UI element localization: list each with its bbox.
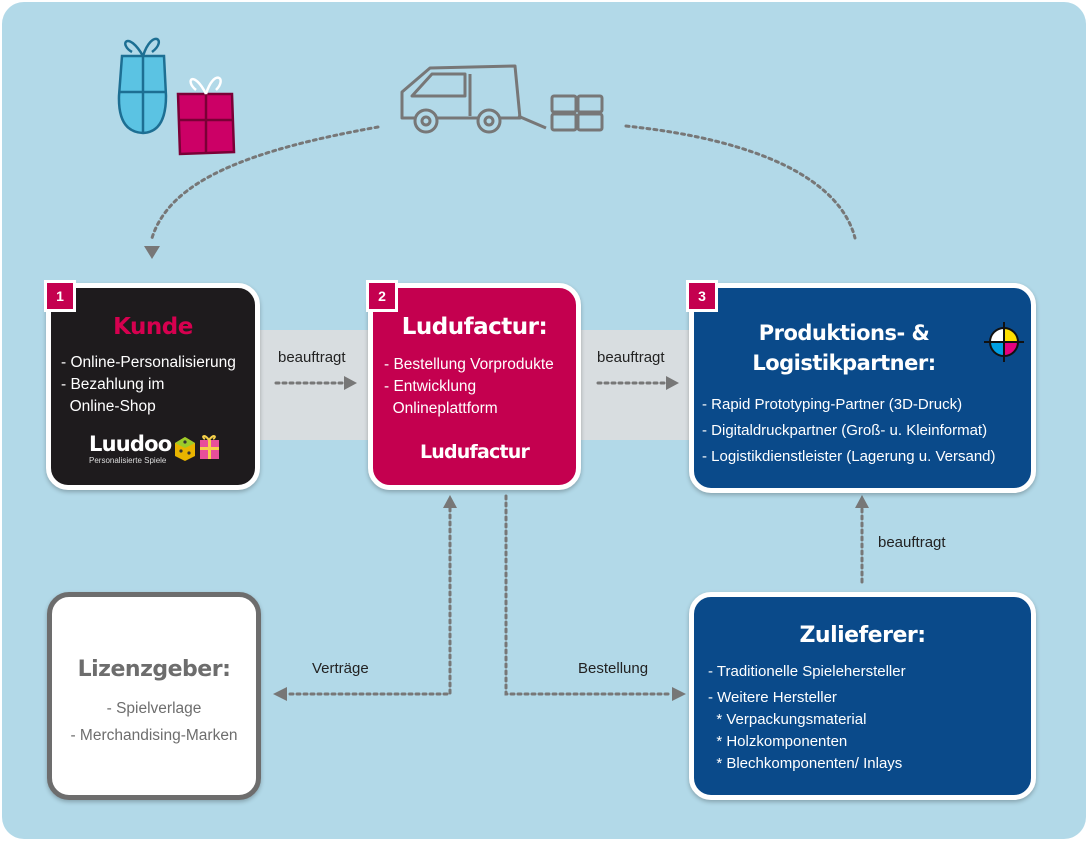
zulieferer-items: - Traditionelle Spielehersteller - Weite… bbox=[708, 661, 906, 775]
arrowhead-beauftragt-1 bbox=[344, 376, 357, 390]
list-item: * Blechkomponenten/ Inlays bbox=[708, 755, 903, 772]
lizenzgeber-title: Lizenzgeber: bbox=[77, 657, 231, 682]
list-item: - Merchandising-Marken bbox=[70, 727, 238, 744]
arrowhead-beauftragt-3 bbox=[855, 495, 869, 508]
arrowhead-kunde bbox=[144, 246, 160, 259]
list-item: - Spielverlage bbox=[106, 700, 202, 717]
ludufactur-items: - Bestellung Vorprodukte - Entwicklung O… bbox=[384, 354, 554, 420]
kunde-title: Kunde bbox=[113, 314, 193, 340]
arrow-line-vertraege bbox=[286, 506, 452, 696]
produktion-title-line1: Produktions- & bbox=[758, 321, 930, 345]
list-item: Online-Shop bbox=[61, 398, 156, 415]
arrowhead-ludufactur bbox=[443, 495, 457, 508]
list-item: - Digitaldruckpartner (Groß- u. Kleinfor… bbox=[702, 422, 988, 439]
produktion-items: - Rapid Prototyping-Partner (3D-Druck) -… bbox=[702, 392, 996, 470]
list-item: - Logistikdienstleister (Lagerung u. Ver… bbox=[702, 448, 996, 465]
label-beauftragt-2: beauftragt bbox=[597, 349, 665, 366]
label-beauftragt-1: beauftragt bbox=[278, 349, 346, 366]
return-arc-left bbox=[150, 125, 380, 240]
list-item: - Entwicklung bbox=[384, 378, 477, 395]
list-item: - Traditionelle Spielehersteller bbox=[708, 663, 906, 680]
list-item: - Bestellung Vorprodukte bbox=[384, 356, 554, 373]
gift-box-blue-icon bbox=[117, 37, 168, 135]
luudoo-logo-subtitle: Personalisierte Spiele bbox=[89, 456, 167, 465]
connector-band-1-2 bbox=[255, 330, 375, 440]
parcel-icon bbox=[550, 94, 604, 132]
produktion-title: Produktions- & Logistikpartner: bbox=[694, 318, 994, 378]
kunde-box: Kunde - Online-Personalisierung - Bezahl… bbox=[46, 283, 260, 490]
delivery-van-icon bbox=[400, 64, 547, 134]
list-item: - Bezahlung im bbox=[61, 376, 165, 393]
label-vertraege: Verträge bbox=[312, 660, 369, 677]
produktion-title-line2: Logistikpartner: bbox=[752, 351, 936, 375]
step-badge-3: 3 bbox=[686, 280, 718, 312]
ludufactur-title: Ludufactur: bbox=[401, 314, 548, 340]
arrowhead-zulieferer bbox=[672, 687, 686, 701]
list-item: - Rapid Prototyping-Partner (3D-Druck) bbox=[702, 396, 963, 413]
arrow-line-bestellung bbox=[504, 494, 674, 696]
list-item: * Verpackungsmaterial bbox=[708, 711, 867, 728]
list-item: - Online-Personalisierung bbox=[61, 354, 236, 371]
list-item: Onlineplattform bbox=[384, 400, 498, 417]
lizenzgeber-items: - Spielverlage - Merchandising-Marken bbox=[52, 695, 256, 749]
step-badge-2: 2 bbox=[366, 280, 398, 312]
produktion-box: Produktions- & Logistikpartner: - Rapid … bbox=[689, 283, 1036, 493]
list-item: * Holzkomponenten bbox=[708, 733, 848, 750]
return-arc-right bbox=[624, 124, 857, 240]
ludufactur-logo: Ludufactur bbox=[419, 441, 530, 463]
kunde-items: - Online-Personalisierung - Bezahlung im… bbox=[61, 352, 236, 418]
list-item: - Weitere Hersteller bbox=[708, 689, 837, 706]
zulieferer-title: Zulieferer: bbox=[799, 623, 926, 648]
arrowhead-beauftragt-2 bbox=[666, 376, 679, 390]
ludufactur-box: Ludufactur: - Bestellung Vorprodukte - E… bbox=[368, 283, 581, 490]
label-bestellung: Bestellung bbox=[578, 660, 649, 677]
arrowhead-lizenzgeber bbox=[273, 687, 287, 701]
zulieferer-box: Zulieferer: - Traditionelle Spieleherste… bbox=[689, 592, 1036, 800]
lizenzgeber-box: Lizenzgeber: - Spielverlage - Merchandis… bbox=[47, 592, 261, 800]
dice-icon bbox=[175, 435, 219, 461]
label-beauftragt-3: beauftragt bbox=[878, 534, 946, 551]
luudoo-logo: Luudoo bbox=[89, 432, 172, 456]
color-registration-mark-icon bbox=[984, 322, 1024, 362]
step-badge-1: 1 bbox=[44, 280, 76, 312]
gift-box-pink-icon bbox=[176, 76, 236, 156]
